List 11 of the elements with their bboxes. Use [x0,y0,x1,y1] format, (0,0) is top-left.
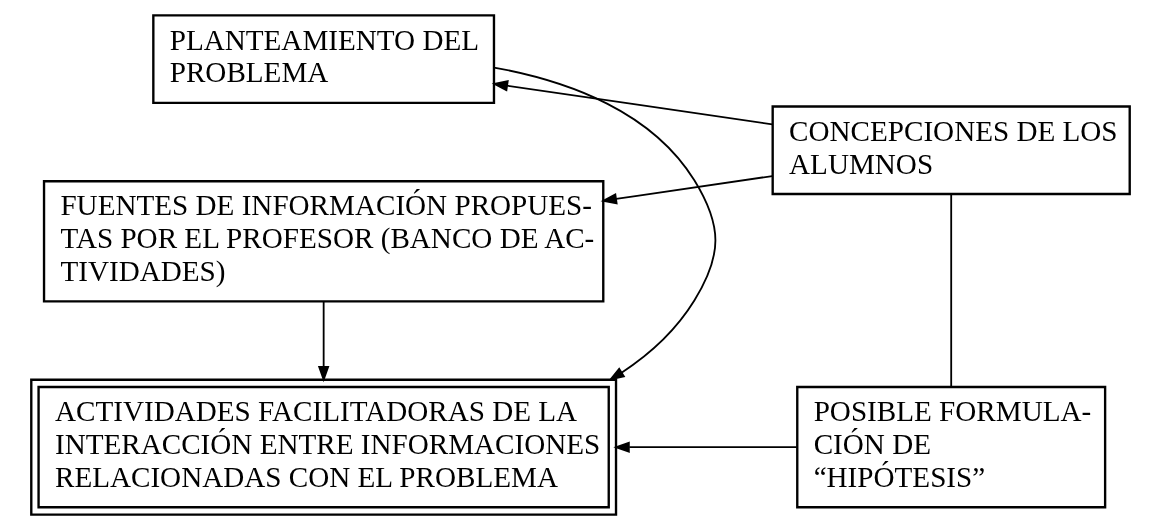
connector [950,193,953,388]
arrow [613,441,798,453]
arrow [317,300,330,383]
arrow [493,66,717,381]
node-box: PLANTEAMIENTO DEL PROBLEMA [152,14,496,105]
node-box: POSIBLE FORMULA- CIÓN DE “HIPÓTESIS” [796,385,1107,509]
node-box: FUENTES DE INFORMACIÓN PROPUES- TAS POR EL PROFESOR (BANCO DE AC- TIVIDADES) [42,180,605,303]
node-box: CONCEPCIONES DE LOS ALUMNOS [771,105,1131,196]
arrow [600,175,774,205]
arrow [491,80,774,126]
node-box: ACTIVIDADES FACILITADORAS DE LA INTERACCIÓN ENTRE INFORMACIONES RELACIONADAS CON EL PROBLEMA [30,378,618,516]
